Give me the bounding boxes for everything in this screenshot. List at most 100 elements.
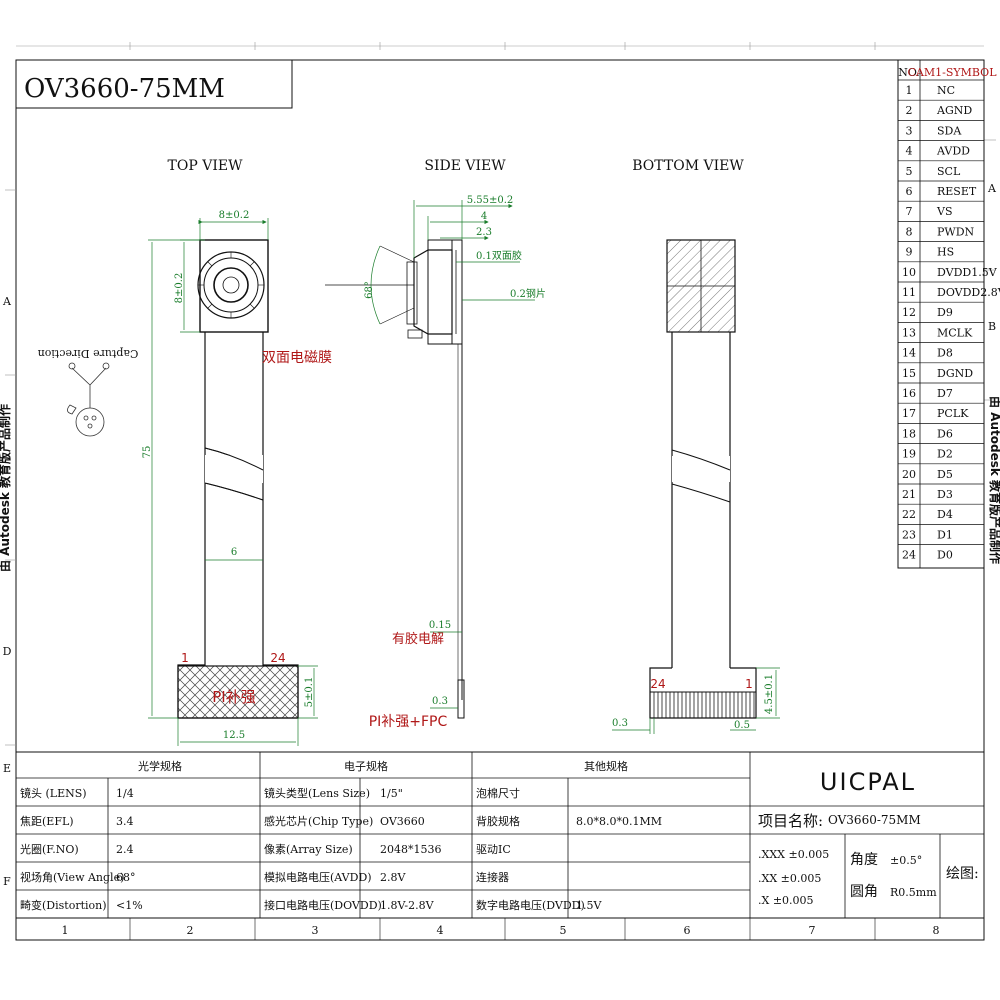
pin-table-symbol-header: CAM1-SYMBOL — [907, 66, 997, 79]
spec-header-other: 其他规格 — [584, 759, 628, 773]
optical-spec-label: 焦距(EFL) — [20, 815, 74, 828]
bottom-dim-0-3: 0.3 — [612, 718, 628, 729]
other-spec-label: 泡棉尺寸 — [476, 786, 520, 800]
pin-number: 9 — [906, 246, 913, 259]
pin-number: 12 — [902, 306, 916, 319]
zone-col-5: 5 — [560, 924, 567, 937]
side-view: 68° 5.55±0.2 4 2.3 0.1双面胶 0.2钢片 0.15 有胶电… — [325, 195, 546, 730]
pi-stiffener-label: PI补强 — [212, 688, 255, 706]
title-box — [15, 59, 293, 109]
pin-number: 23 — [902, 528, 916, 541]
pin-number: 19 — [902, 448, 916, 461]
pin-number: 2 — [906, 104, 913, 117]
side-dim-0-15: 0.15 — [429, 620, 451, 631]
electronic-spec-label: 感光芯片(Chip Type) — [264, 814, 373, 828]
bottom-view-label: BOTTOM VIEW — [632, 158, 744, 174]
zone-col-2: 2 — [187, 924, 194, 937]
pin-symbol: AGND — [936, 104, 972, 117]
pin-number: 8 — [906, 225, 913, 238]
project-label: 项目名称: — [758, 812, 823, 830]
pin-symbol: PCLK — [937, 407, 969, 420]
bottom-pin-24-label: 24 — [650, 677, 665, 691]
top-zone-ticks — [5, 42, 996, 746]
glue-label: 有胶电解 — [392, 631, 444, 647]
pin-symbol: D4 — [937, 508, 953, 521]
other-spec-value: 8.0*8.0*0.1MM — [576, 815, 662, 828]
pin-number: 18 — [902, 427, 916, 440]
pin-table-no-header: NO. — [898, 66, 920, 79]
pin-number: 17 — [902, 407, 916, 420]
autodesk-note-left: 由 Autodesk 教育版产品制作 — [0, 404, 12, 572]
side-lens-profile — [413, 249, 453, 335]
flex-width-dim: 6 — [231, 547, 237, 558]
zone-right-a: A — [987, 182, 997, 195]
optical-spec-label: 镜头 (LENS) — [20, 786, 87, 800]
pin-number: 21 — [902, 488, 916, 501]
top-height-dim: 8±0.2 — [174, 273, 185, 304]
pin-symbol: MCLK — [937, 326, 973, 339]
pin-number: 11 — [902, 286, 916, 299]
stiffener-width-dim: 12.5 — [223, 730, 245, 741]
side-dim-total: 5.55±0.2 — [467, 195, 514, 206]
gold-finger-pins — [649, 691, 757, 719]
autodesk-note-right: 由 Autodesk 教育版产品制作 — [988, 396, 1000, 564]
pin-symbol: D6 — [937, 427, 953, 440]
other-spec-value: 1.5V — [576, 899, 602, 912]
pin-number: 16 — [902, 387, 916, 400]
tolerance-xx: .XX ±0.005 — [758, 872, 821, 885]
optical-spec-label: 畸变(Distortion) — [20, 898, 107, 912]
pin-symbol: RESET — [937, 185, 977, 198]
capture-direction-label: Capture Direction — [38, 347, 139, 360]
bottom-view: 24 1 0.3 0.5 4.5±0.1 — [612, 239, 780, 734]
electronic-spec-label: 镜头类型(Lens Size) — [264, 786, 370, 800]
pin-symbol: VS — [936, 205, 952, 218]
stiffener-dim: 5±0.1 — [304, 677, 315, 708]
side-dim-2-3: 2.3 — [476, 227, 492, 238]
pin-symbol: D3 — [937, 488, 953, 501]
pin-number: 10 — [902, 266, 916, 279]
other-spec-label: 数字电路电压(DVDD) — [476, 898, 585, 912]
pin-symbol: D2 — [937, 448, 953, 461]
zone-col-4: 4 — [437, 924, 444, 937]
sheet-border — [15, 59, 985, 941]
pin-symbol: AVDD — [936, 145, 970, 158]
pin-symbol: DVDD1.5V — [937, 266, 998, 279]
pin-symbol: D9 — [937, 306, 953, 319]
pin-number: 1 — [906, 84, 913, 97]
pin-number: 6 — [906, 185, 913, 198]
pin-symbol: SCL — [937, 165, 961, 178]
top-width-dim: 8±0.2 — [219, 210, 250, 221]
angle-label: 角度 — [850, 852, 878, 868]
pin-symbol: D0 — [937, 549, 953, 562]
optical-spec-value: 3.4 — [116, 815, 134, 828]
pin-1-label: 1 — [181, 651, 189, 665]
pin-symbol: D8 — [937, 347, 953, 360]
camera-module — [199, 239, 269, 333]
tolerance-xxx: .XXX ±0.005 — [758, 848, 829, 861]
zone-col-3: 3 — [312, 924, 319, 937]
spec-header-electronic: 电子规格 — [344, 759, 388, 773]
spec-table: 光学规格 电子规格 其他规格 镜头 (LENS)1/4焦距(EFL)3.4光圈(… — [15, 751, 985, 919]
pin-symbol: D1 — [937, 528, 953, 541]
film-label: 双面电磁膜 — [262, 350, 332, 366]
top-view-label: TOP VIEW — [168, 158, 244, 174]
side-dim-4: 4 — [481, 211, 487, 222]
pin-number: 20 — [902, 468, 916, 481]
electronic-spec-value: OV3660 — [380, 815, 425, 828]
pi-stiffener — [177, 665, 299, 719]
pin-number: 7 — [906, 205, 913, 218]
bottom-dim-0-5: 0.5 — [734, 720, 750, 731]
steel-label: 0.2钢片 — [510, 287, 546, 300]
zone-col-8: 8 — [933, 924, 940, 937]
top-view: PI补强 1 24 双面电磁膜 8±0.2 8±0.2 75 6 5±0.1 1… — [38, 210, 332, 746]
pin-symbol: D7 — [937, 387, 953, 400]
optical-spec-label: 视场角(View Angle) — [20, 870, 124, 884]
tape-label: 0.1双面胶 — [476, 249, 522, 262]
pin-symbol: DGND — [937, 367, 973, 380]
drawing-title: OV3660-75MM — [24, 74, 225, 104]
length-dim: 75 — [142, 446, 153, 459]
zone-left-a: A — [2, 295, 12, 308]
optical-spec-value: <1% — [116, 899, 143, 912]
zone-col-6: 6 — [684, 924, 691, 937]
zone-right-b: B — [988, 320, 996, 333]
